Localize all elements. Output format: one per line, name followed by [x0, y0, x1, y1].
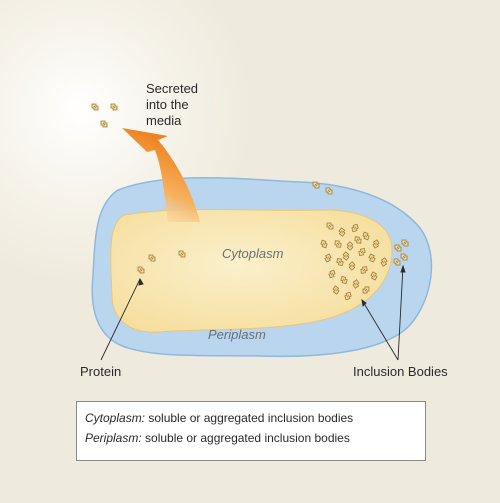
legend-text-cytoplasm: soluble or aggregated inclusion bodies	[145, 411, 354, 425]
pointer-lines	[100, 264, 406, 361]
inclusion-bodies-label: Inclusion Bodies	[353, 364, 448, 379]
secreted-label-line3: media	[146, 113, 182, 128]
legend-text-periplasm: soluble or aggregated inclusion bodies	[141, 431, 350, 445]
secreted-label-line1: Secreted	[146, 81, 198, 96]
legend-term-cytoplasm: Cytoplasm:	[85, 411, 146, 425]
legend-term-periplasm: Periplasm:	[85, 431, 142, 445]
inclusion-pointer-periplasm	[397, 265, 404, 361]
legend-box: Cytoplasm: soluble or aggregated inclusi…	[76, 401, 426, 461]
inclusion-pointer-cytoplasm	[361, 299, 399, 361]
secreted-label-line2: into the	[146, 97, 189, 112]
legend-row-periplasm: Periplasm: soluble or aggregated inclusi…	[85, 428, 425, 448]
cytoplasm-region	[110, 208, 393, 333]
legend-row-cytoplasm: Cytoplasm: soluble or aggregated inclusi…	[85, 408, 425, 428]
cytoplasm-label: Cytoplasm	[222, 246, 284, 261]
protein-label: Protein	[80, 364, 121, 379]
periplasm-label: Periplasm	[208, 327, 266, 342]
secretion-arrow	[122, 128, 200, 222]
protein-pointer	[100, 278, 141, 361]
